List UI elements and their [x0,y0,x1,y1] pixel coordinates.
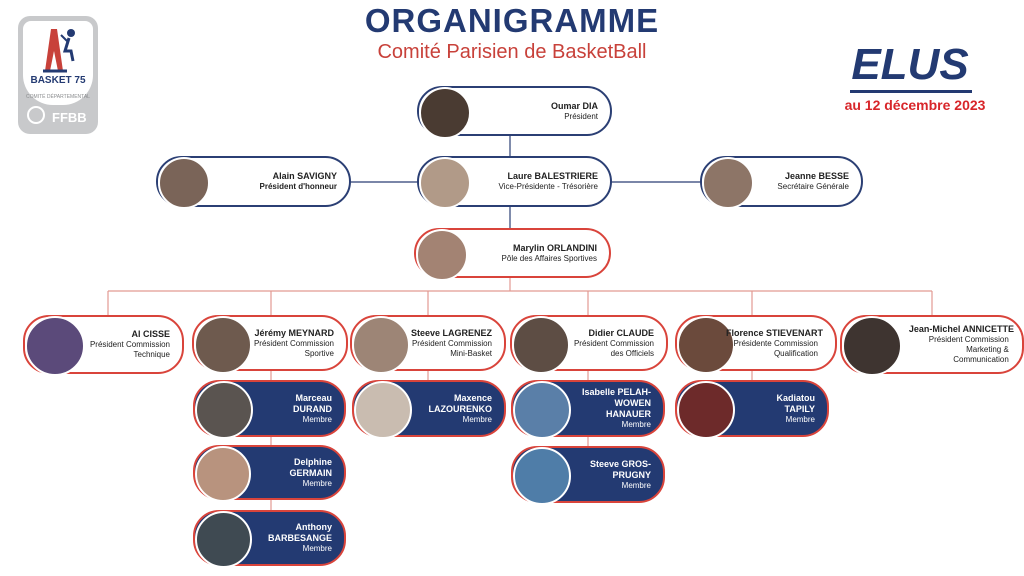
ffbb-label: FFBB [52,110,87,125]
person-name: Anthony BARBESANGE [267,522,332,543]
person-role: Président Commission Marketing & Communi… [928,335,1009,364]
avatar [512,316,570,374]
person-role: Membre [462,414,492,424]
avatar [195,511,252,568]
person-name: Maxence LAZOURENKO [428,392,493,414]
person-role: Président [564,111,598,121]
elus-heading: ELUS [851,40,969,89]
avatar [194,316,252,374]
person-role: Membre [621,420,651,429]
page-title: ORGANIGRAMME [364,2,660,39]
person-name: Marceau DURAND [293,392,332,414]
person-role: Membre [621,480,651,490]
avatar [195,446,251,502]
avatar [352,316,410,374]
logo-name: BASKET 75 [30,75,86,86]
logo-panel: BASKET 75 COMITÉ DÉPARTEMENTAL [23,21,93,105]
eiffel-basketball-icon [43,29,75,73]
person-role: Pôle des Affaires Sportives [501,253,597,263]
person-name: Delphine GERMAIN [289,456,333,478]
avatar [513,447,571,505]
person-name: Alain SAVIGNY [272,171,337,181]
person-role: Président Commission Mini-Basket [411,338,492,358]
avatar [842,316,902,376]
person-role: Membre [302,414,332,424]
avatar [419,87,471,139]
avatar [195,381,253,439]
person-role: Président Commission des Officiels [573,338,654,358]
avatar [419,157,471,209]
date-label: au 12 décembre 2023 [844,97,986,113]
person-name: Didier CLAUDE [588,327,654,338]
person-name: Jérémy MEYNARD [254,327,334,338]
person-role: Secrétaire Générale [777,182,849,191]
elus-underline [850,90,972,93]
person-name: Jean-Michel ANNICETTE [908,324,1014,334]
person-name: Isabelle PELAH-WOWEN HANAUER [581,387,651,419]
person-role: Vice-Présidente - Trésorière [498,182,598,191]
person-role: Membre [302,544,332,553]
person-role: Président d'honneur [259,182,337,191]
avatar [416,229,468,281]
avatar [354,381,412,439]
person-name: Steeve LAGRENEZ [410,327,492,338]
person-role: Membre [785,414,815,424]
avatar [677,316,735,374]
basket75-logo: BASKET 75 COMITÉ DÉPARTEMENTAL FFBB [18,16,98,134]
avatar [702,157,754,209]
avatar [158,157,210,209]
person-name: Jeanne BESSE [784,171,849,181]
basketball-icon [27,106,45,124]
person-role: Président Commission Technique [89,340,170,359]
person-name: Kadiatou TAPILY [776,392,815,414]
person-name: Oumar DIA [550,100,598,111]
avatar [25,316,85,376]
logo-subtitle: COMITÉ DÉPARTEMENTAL [26,94,90,100]
avatar [513,381,571,439]
person-role: Président Commission Sportive [253,338,334,358]
person-role: Membre [302,478,332,488]
person-name: Steeve GROS-PRUGNY [589,458,651,480]
person-name: Florence STIEVENART [725,327,823,338]
avatar [677,381,735,439]
page-subtitle: Comité Parisien de BasketBall [377,41,647,63]
person-name: Laure BALESTRIERE [507,171,598,181]
person-name: Marylin ORLANDINI [512,242,597,253]
person-role: Présidente Commission Qualification [733,338,818,358]
person-name: Al CISSE [131,329,170,339]
